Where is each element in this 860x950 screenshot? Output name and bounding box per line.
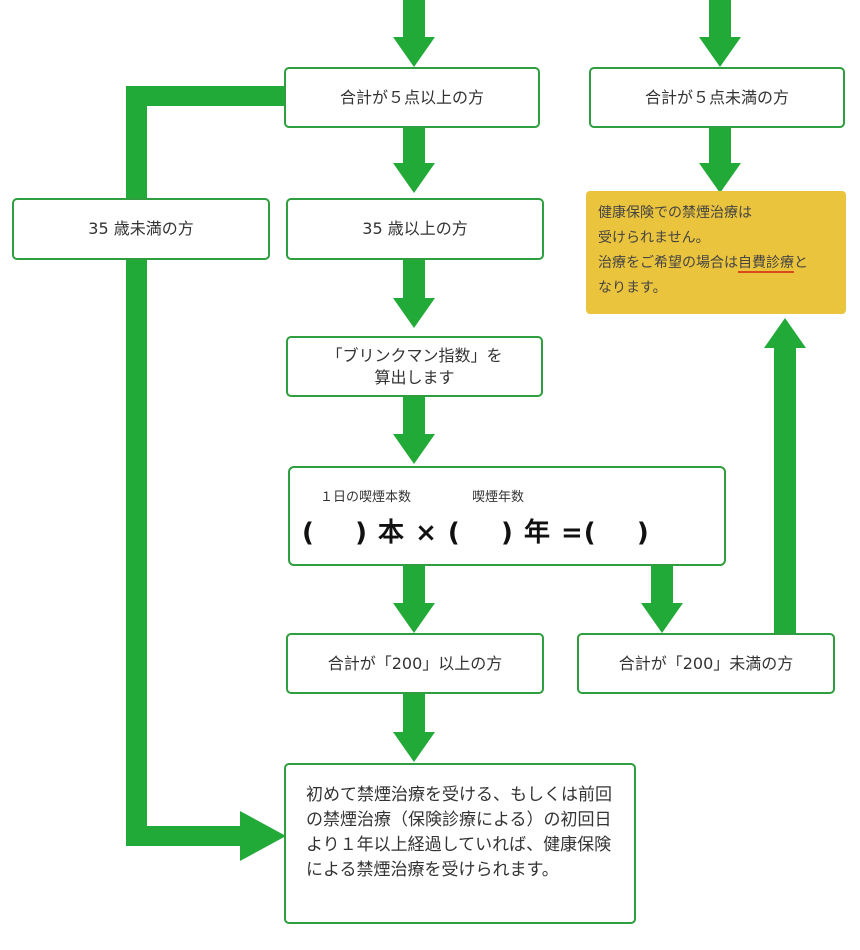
arrow-shaft: [403, 128, 425, 164]
note-line: 健康保険での禁煙治療は: [598, 205, 752, 221]
connector-line: [126, 86, 147, 200]
box-brinkman: 「ブリンクマン指数」を 算出します: [286, 336, 543, 397]
arrow-shaft: [403, 260, 425, 300]
arrow-down-icon: [699, 37, 741, 67]
insurance-eligible-box: 初めて禁煙治療を受ける、もしくは前回の禁煙治療（保険診療による）の初回日より１年…: [284, 763, 636, 924]
arrow-shaft: [774, 347, 796, 635]
arrow-down-icon: [393, 603, 435, 633]
label-daily-cigarettes: １日の喫煙本数: [320, 490, 412, 505]
box-over-35: 35 歳以上の方: [286, 198, 544, 260]
box-index-200-or-more: 合計が「200」以上の方: [286, 633, 544, 694]
note-line: 受けられません。: [598, 230, 710, 246]
box-label: 合計が「200」未満の方: [618, 653, 794, 673]
box-label: 「ブリンクマン指数」を: [326, 345, 503, 365]
arrow-down-icon: [393, 732, 435, 762]
arrow-shaft: [709, 128, 731, 164]
brinkman-formula: １日の喫煙本数 喫煙年数 ( ) 本 × ( ) 年 =( ): [288, 466, 726, 566]
box-score-under-5: 合計が５点未満の方: [589, 67, 845, 128]
arrow-shaft: [403, 694, 425, 734]
box-label: 35 歳未満の方: [88, 219, 194, 238]
box-label: 35 歳以上の方: [362, 219, 468, 238]
box-under-35: 35 歳未満の方: [12, 198, 270, 260]
arrow-shaft: [651, 566, 673, 604]
note-line: 治療をご希望の場合は自費診療と: [598, 255, 808, 273]
label-smoking-years: 喫煙年数: [472, 490, 525, 505]
arrow-down-icon: [699, 163, 741, 193]
arrow-shaft: [709, 0, 731, 38]
box-label: 算出します: [374, 367, 455, 387]
arrow-down-icon: [393, 37, 435, 67]
box-label: 合計が５点未満の方: [644, 87, 789, 107]
arrow-shaft: [403, 566, 425, 604]
box-score-5-or-more: 合計が５点以上の方: [284, 67, 540, 128]
connector-line: [126, 86, 286, 106]
arrow-down-icon: [393, 163, 435, 193]
self-pay-note: 健康保険での禁煙治療は 受けられません。 治療をご希望の場合は自費診療と なりま…: [586, 191, 846, 314]
arrow-shaft: [403, 397, 425, 435]
arrow-shaft: [403, 0, 425, 38]
arrow-down-icon: [393, 434, 435, 464]
final-text: 初めて禁煙治療を受ける、もしくは前回の禁煙治療（保険診療による）の初回日より１年…: [306, 785, 612, 880]
arrow-right-icon: [240, 811, 286, 861]
connector-line: [126, 826, 246, 846]
connector-line: [126, 258, 147, 846]
box-label: 合計が５点以上の方: [339, 87, 484, 107]
arrow-up-icon: [764, 318, 806, 348]
box-label: 合計が「200」以上の方: [327, 653, 503, 673]
formula-expression: ( ) 本 × ( ) 年 =( ): [302, 518, 650, 548]
note-line: なります。: [598, 280, 667, 296]
arrow-down-icon: [393, 298, 435, 328]
arrow-down-icon: [641, 603, 683, 633]
box-index-under-200: 合計が「200」未満の方: [577, 633, 835, 694]
self-pay-link[interactable]: 自費診療: [738, 255, 794, 273]
